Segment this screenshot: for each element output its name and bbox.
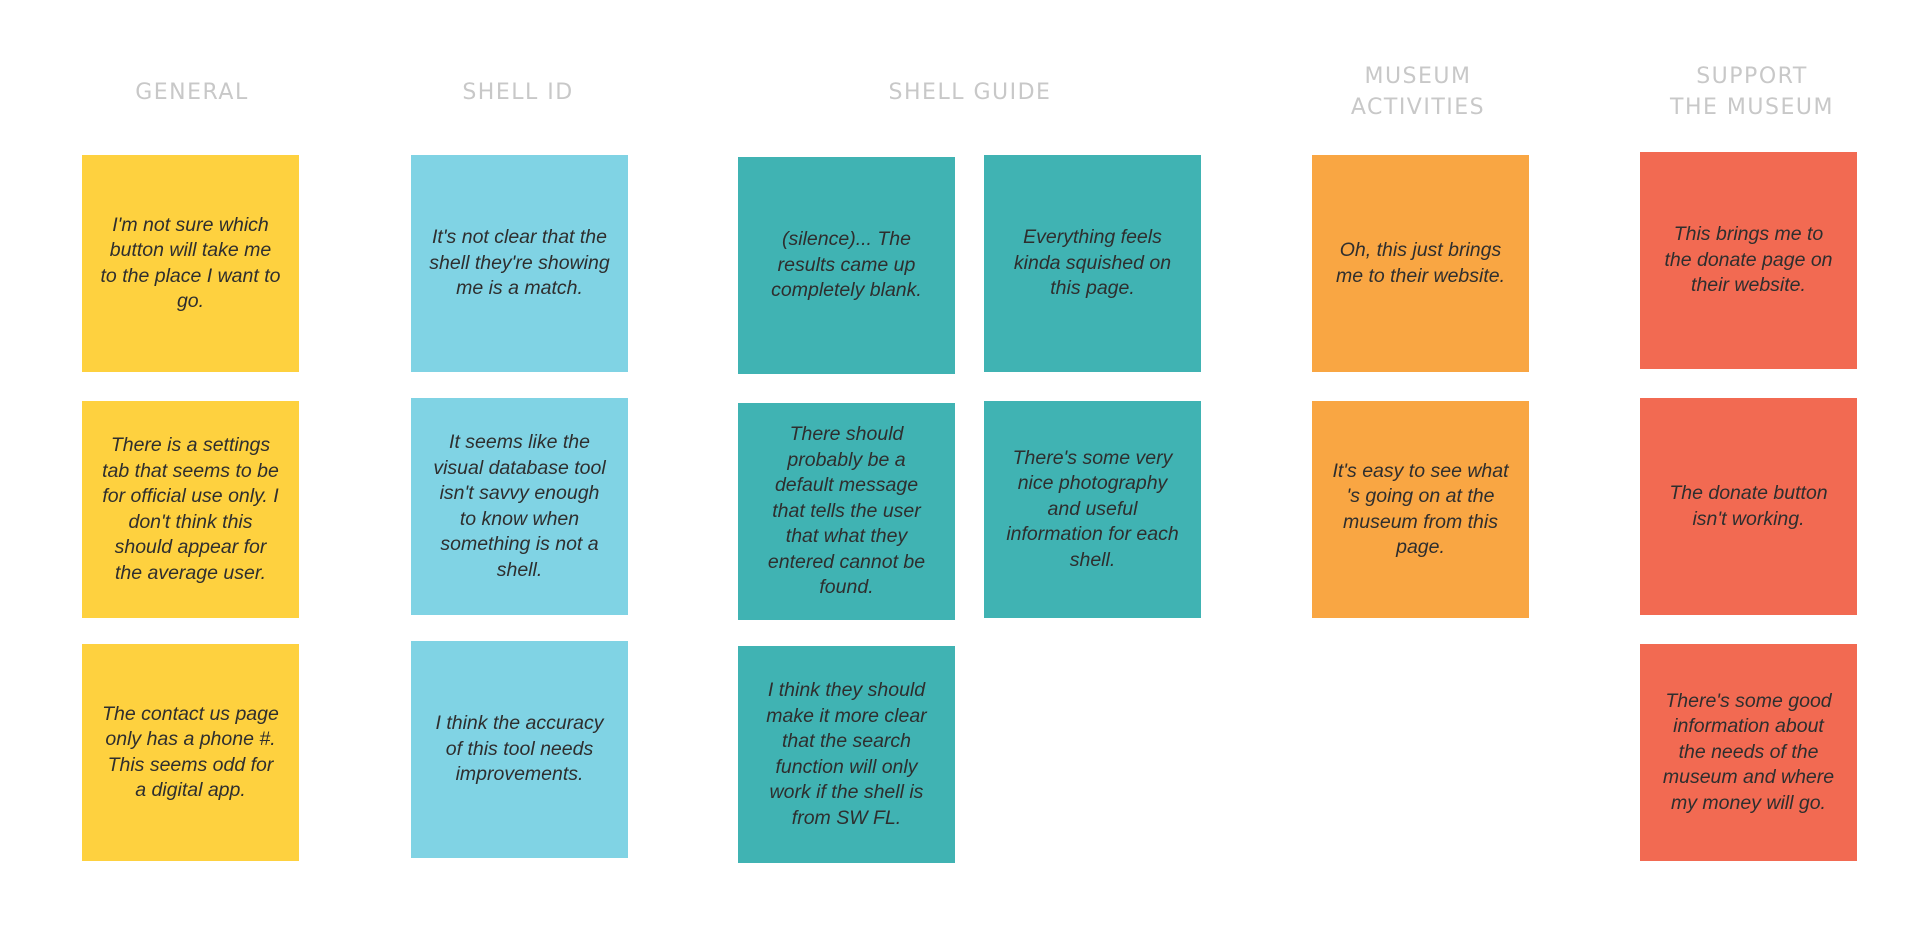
sticky-note[interactable]: I think the accuracy of this tool needs …	[411, 641, 628, 858]
sticky-note[interactable]: It's easy to see what 's going on at the…	[1312, 401, 1529, 618]
sticky-note[interactable]: It's not clear that the shell they're sh…	[411, 155, 628, 372]
sticky-note[interactable]: Oh, this just brings me to their website…	[1312, 155, 1529, 372]
sticky-note[interactable]: Everything feels kinda squished on this …	[984, 155, 1201, 372]
sticky-note-text: Oh, this just brings me to their website…	[1335, 239, 1506, 287]
sticky-note-text: It's not clear that the shell they're sh…	[429, 226, 610, 300]
sticky-note-text: The contact us page only has a phone #. …	[102, 702, 279, 802]
sticky-note-text: Everything feels kinda squished on this …	[1013, 226, 1172, 300]
sticky-note-text: The donate button isn't working.	[1669, 482, 1828, 530]
sticky-note-text: There's some very nice photography and u…	[1006, 446, 1179, 571]
sticky-note-text: I'm not sure which button will take me t…	[100, 213, 281, 313]
sticky-note-text: There's some good information about the …	[1662, 689, 1835, 814]
sticky-note[interactable]: I think they should make it more clear t…	[738, 646, 955, 863]
sticky-note-text: I think the accuracy of this tool needs …	[435, 712, 604, 786]
sticky-note-text: This brings me to the donate page on the…	[1664, 223, 1833, 297]
sticky-note[interactable]: This brings me to the donate page on the…	[1640, 152, 1857, 369]
sticky-note-text: It seems like the visual database tool i…	[433, 431, 606, 581]
sticky-note-text: There should probably be a default messa…	[767, 423, 926, 599]
sticky-note[interactable]: I'm not sure which button will take me t…	[82, 155, 299, 372]
column-heading-general: GENERAL	[135, 80, 249, 105]
column-heading-shell-id: SHELL ID	[462, 80, 574, 105]
column-heading-museum-activities: MUSEUM ACTIVITIES	[1350, 64, 1486, 120]
sticky-note[interactable]: The contact us page only has a phone #. …	[82, 644, 299, 861]
sticky-note[interactable]: It seems like the visual database tool i…	[411, 398, 628, 615]
column-heading-shell-guide: SHELL GUIDE	[888, 80, 1052, 105]
sticky-note-text: It's easy to see what 's going on at the…	[1332, 459, 1509, 559]
sticky-note[interactable]: There should probably be a default messa…	[738, 403, 955, 620]
sticky-note[interactable]: (silence)... The results came up complet…	[738, 157, 955, 374]
sticky-note-text: I think they should make it more clear t…	[766, 679, 927, 829]
sticky-note[interactable]: There is a settings tab that seems to be…	[82, 401, 299, 618]
sticky-note[interactable]: There's some good information about the …	[1640, 644, 1857, 861]
column-heading-support-the-museum: SUPPORT THE MUSEUM	[1670, 64, 1834, 120]
sticky-note[interactable]: There's some very nice photography and u…	[984, 401, 1201, 618]
sticky-note[interactable]: The donate button isn't working.	[1640, 398, 1857, 615]
sticky-note-text: There is a settings tab that seems to be…	[102, 434, 279, 584]
sticky-note-text: (silence)... The results came up complet…	[771, 228, 922, 302]
